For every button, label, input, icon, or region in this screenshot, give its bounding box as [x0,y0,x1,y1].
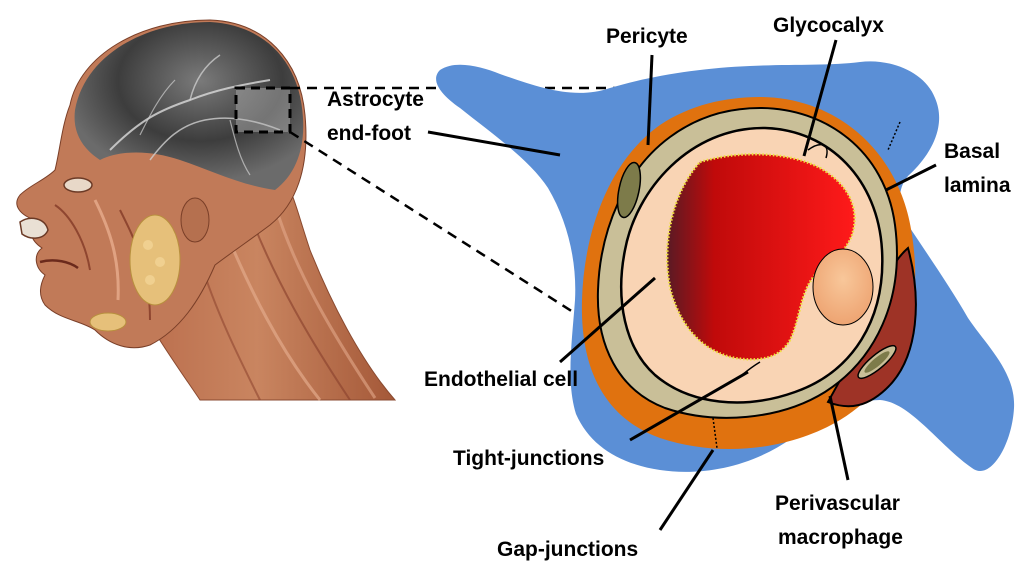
label-macrophage-line2: macrophage [778,526,903,549]
label-basal-line1: Basal [944,140,1000,163]
label-astrocyte-line2: end-foot [327,122,411,145]
label-astrocyte-line1: Astrocyte [327,88,424,111]
zoom-box [236,88,290,132]
head-illustration [17,20,395,400]
label-gap-junctions: Gap-junctions [497,538,638,561]
label-glycocalyx: Glycocalyx [773,14,884,37]
endothelial-nucleus [813,249,873,325]
label-tight-junctions: Tight-junctions [453,447,604,470]
bbb-cross-section [436,61,1014,472]
label-macrophage-line1: Perivascular [775,492,900,515]
label-basal-line2: lamina [944,174,1011,197]
label-endothelial: Endothelial cell [424,368,578,391]
label-pericyte: Pericyte [606,25,688,48]
